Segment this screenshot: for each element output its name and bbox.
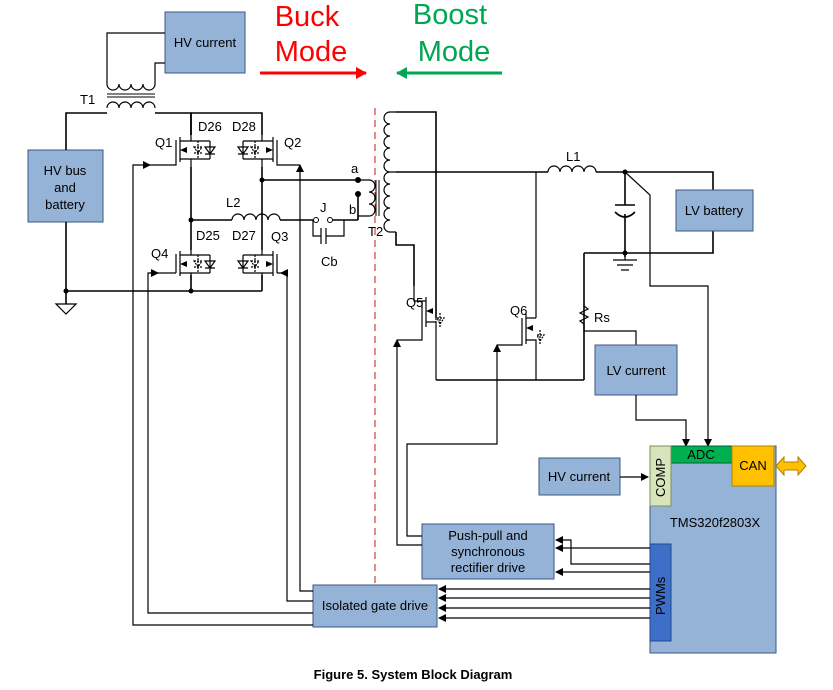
lv-current-to-adc — [635, 395, 690, 447]
t2-secondary — [383, 111, 396, 233]
l2-label: L2 — [226, 195, 240, 210]
lv-voltage-to-adc — [624, 171, 712, 447]
cb-label: Cb — [321, 254, 338, 269]
push-pull-block — [421, 523, 555, 580]
buck-line-1: Buck — [275, 1, 340, 33]
q6-mosfet — [497, 172, 546, 380]
lv-battery-block — [675, 189, 754, 232]
lv-negative-wire — [583, 231, 714, 380]
d25-label: D25 — [196, 228, 220, 243]
t1-label: T1 — [80, 92, 95, 107]
can-label: CAN — [739, 458, 766, 473]
pushpull-to-q6 — [406, 344, 501, 537]
t1-sense-wires — [106, 32, 165, 84]
mcu-label: TMS320f2803X — [670, 515, 761, 530]
bridge-bottom-rail — [190, 275, 263, 291]
q1-label: Q1 — [155, 135, 172, 150]
pwm-to-pushpull-2 — [555, 536, 650, 565]
pwms-label: PWMs — [653, 576, 668, 615]
l1-inductor — [547, 165, 597, 173]
boost-line-1: Boost — [413, 0, 487, 31]
d27-label: D27 — [232, 228, 256, 243]
q4-mosfet — [150, 250, 217, 280]
q2-mosfet — [236, 135, 300, 167]
hv-current-top-block — [164, 11, 246, 74]
gate-to-q3 — [280, 269, 313, 602]
adc-label: ADC — [687, 447, 714, 462]
gate-to-q2 — [296, 164, 313, 592]
boost-mode-label: Boost Mode — [413, 0, 495, 68]
q3-mosfet — [236, 250, 288, 280]
output-capacitor — [614, 172, 636, 257]
pushpull-to-q5 — [393, 339, 422, 546]
t2-label: T2 — [368, 224, 383, 239]
gate-to-q4 — [147, 269, 313, 614]
q5-mosfet — [397, 286, 446, 380]
svg-text:Buck Mode: Buck Mode — [275, 1, 348, 68]
l1-label: L1 — [566, 149, 580, 164]
t1-secondary-coil — [106, 83, 156, 91]
j-label: J — [320, 200, 327, 215]
bridge-top-rail — [190, 112, 263, 135]
cb-capacitor — [312, 220, 345, 244]
q3-label: Q3 — [271, 229, 288, 244]
hv-current-right-label: HV current — [548, 469, 611, 484]
l2-inductor — [231, 213, 281, 221]
node-b-label: b — [349, 202, 356, 217]
q1-mosfet — [150, 135, 217, 167]
isolated-gate-drive-block — [312, 584, 438, 628]
boost-line-2: Mode — [418, 36, 491, 68]
ground-symbol-hv — [54, 303, 78, 315]
isolated-gate-drive-label: Isolated gate drive — [322, 598, 428, 613]
lv-positive-wire — [596, 171, 714, 190]
figure-caption: Figure 5. System Block Diagram — [314, 667, 513, 682]
d26-label: D26 — [198, 119, 222, 134]
hv-current-right-block — [538, 457, 621, 496]
rs-resistor — [578, 305, 590, 325]
t2-primary — [357, 179, 376, 220]
comp-block — [649, 445, 672, 507]
t1-primary-coil — [106, 101, 156, 109]
can-block — [731, 445, 775, 487]
q4-label: Q4 — [151, 246, 168, 261]
buck-line-2: Mode — [275, 36, 348, 68]
rs-sense-wire — [583, 324, 637, 345]
jumper-j-pin-2 — [327, 217, 333, 223]
q5-label: Q5 — [406, 295, 423, 310]
comp-label: COMP — [653, 458, 668, 497]
rs-label: Rs — [594, 310, 610, 325]
gate-to-q1 — [132, 161, 313, 626]
d28-label: D28 — [232, 119, 256, 134]
pwms-block — [649, 543, 672, 642]
lv-current-label: LV current — [606, 363, 665, 378]
q6-label: Q6 — [510, 303, 527, 318]
node-a-label: a — [351, 161, 359, 176]
ground-symbol-lv — [613, 253, 637, 271]
q2-label: Q2 — [284, 135, 301, 150]
svg-text:Boost Mode: Boost Mode — [413, 0, 495, 68]
buck-mode-label: Buck Mode — [275, 1, 348, 68]
junction-bottom-left — [188, 288, 194, 294]
jumper-j-pin-1 — [313, 217, 319, 223]
can-bus-arrow — [775, 455, 807, 477]
secondary-wires — [395, 111, 437, 318]
lv-battery-label: LV battery — [685, 203, 744, 218]
hv-current-top-label: HV current — [174, 35, 237, 50]
